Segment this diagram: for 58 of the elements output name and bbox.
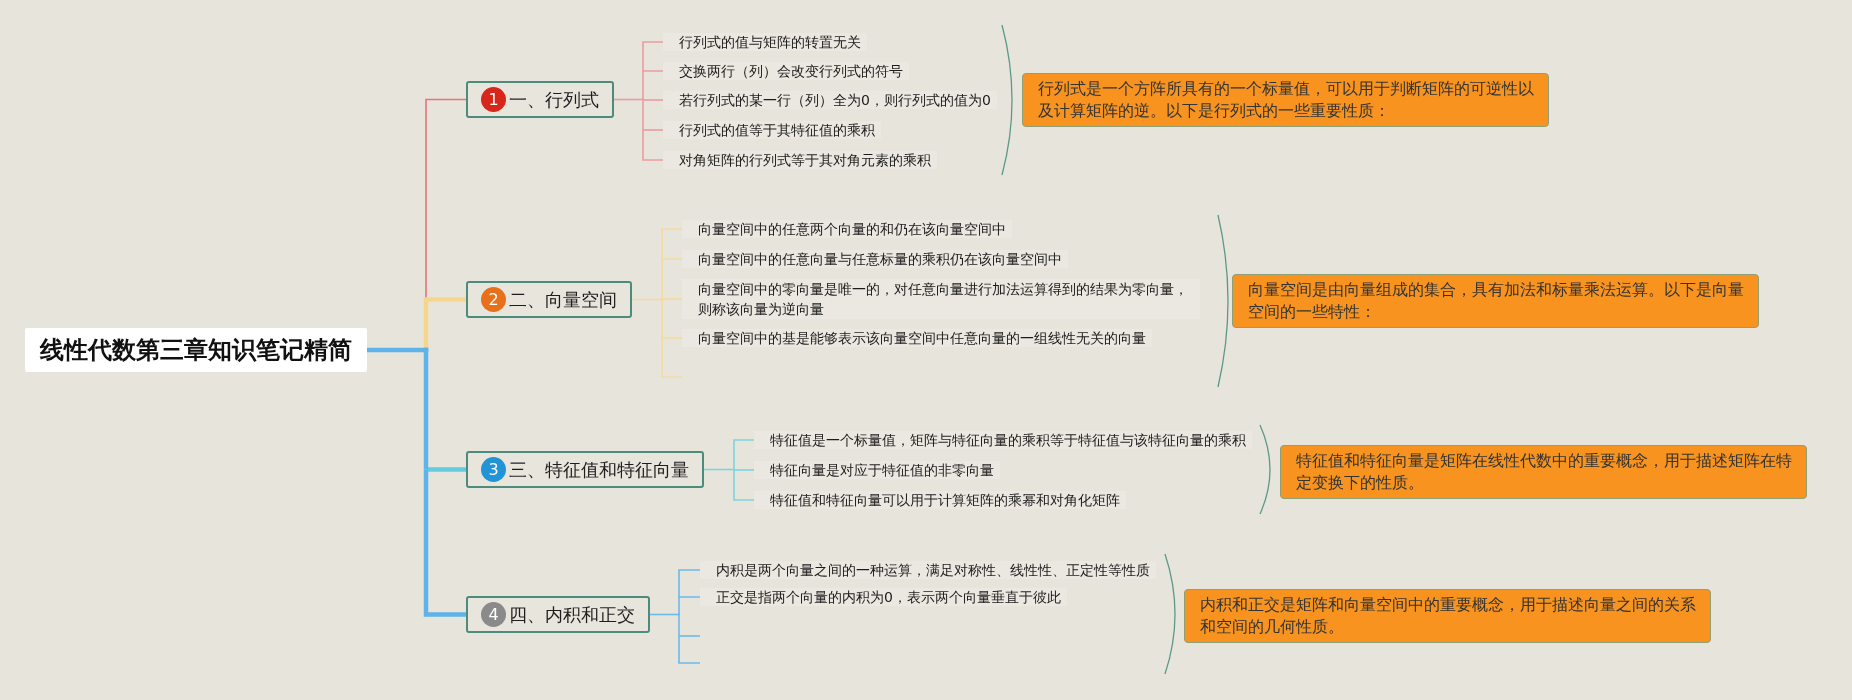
number-marker: 2	[481, 287, 506, 312]
subtopic-text: 特征值是一个标量值，矩阵与特征向量的乘积等于特征值与该特征向量的乘积	[754, 431, 1252, 449]
main-topic-box	[466, 451, 704, 488]
connector-line	[642, 99, 664, 101]
connector-line	[423, 469, 466, 617]
connector-line	[631, 298, 664, 301]
connector-line	[661, 337, 683, 378]
subtopic-text: 对角矩阵的行列式等于其对角元素的乘积	[663, 151, 937, 169]
subtopic-text: 特征向量是对应于特征值的非零向量	[754, 461, 1000, 479]
connector-line	[678, 596, 701, 617]
connector-line	[661, 258, 683, 302]
subtopic-text: 内积是两个向量之间的一种运算，满足对称性、线性性、正定性等性质	[700, 561, 1156, 579]
connector-line	[661, 337, 683, 339]
connector-line	[642, 41, 664, 72]
connector-line	[661, 298, 683, 300]
connector-line	[642, 129, 664, 131]
connector-line	[678, 569, 701, 598]
main-topic-box	[466, 81, 614, 118]
number-marker: 3	[481, 457, 506, 482]
connector-line	[613, 98, 645, 101]
connector-line	[733, 439, 755, 472]
subtopic-text: 正交是指两个向量的内积为0，表示两个向量垂直于彼此	[700, 588, 1067, 606]
summary-box: 内积和正交是矩阵和向量空间中的重要概念，用于描述向量之间的关系和空间的几何性质。	[1184, 589, 1711, 643]
subtopic-text: 向量空间中的基是能够表示该向量空间中任意向量的一组线性无关的向量	[682, 329, 1152, 347]
connector-line	[678, 635, 701, 664]
connector-line	[703, 468, 736, 471]
subtopic-text: 向量空间中的任意向量与任意标量的乘积仍在该向量空间中	[682, 250, 1068, 268]
connector-line	[661, 228, 683, 260]
central-topic: 线性代数第三章知识笔记精简	[25, 328, 367, 372]
connector-line	[642, 97, 644, 131]
main-topic-box	[466, 596, 650, 633]
connector-line	[426, 467, 466, 472]
subtopic-text: 行列式的值与矩阵的转置无关	[663, 33, 867, 51]
connector-line	[678, 635, 701, 637]
summary-box: 行列式是一个方阵所具有的一个标量值，可以用于判断矩阵的可逆性以及计算矩阵的逆。以下是行列式的一些重要性质：	[1022, 73, 1549, 127]
connector-line	[642, 70, 664, 102]
topic-label: 一、行列式	[509, 87, 599, 112]
connector-line	[423, 347, 429, 470]
subtopic-text: 向量空间中的任意两个向量的和仍在该向量空间中	[682, 220, 1012, 238]
connector-line	[733, 467, 755, 501]
connector-line	[642, 129, 664, 161]
number-marker: 4	[481, 602, 506, 627]
summary-box: 特征值和特征向量是矩阵在线性代数中的重要概念，用于描述矩阵在特定变换下的性质。	[1280, 445, 1807, 499]
connector-line	[661, 297, 663, 339]
topic-label: 三、特征值和特征向量	[509, 457, 689, 482]
summary-box: 向量空间是由向量组成的集合，具有加法和标量乘法运算。以下是向量空间的一些特性：	[1232, 274, 1759, 328]
subtopic-text: 向量空间中的零向量是唯一的，对任意向量进行加法运算得到的结果为零向量，则称该向量为逆向量	[682, 279, 1200, 319]
number-marker: 1	[481, 87, 506, 112]
subtopic-text: 若行列式的某一行（列）全为0，则行列式的值为0	[663, 91, 997, 109]
topic-label: 四、内积和正交	[509, 602, 635, 627]
subtopic-text: 特征值和特征向量可以用于计算矩阵的乘幂和对角化矩阵	[754, 491, 1126, 509]
connector-line	[733, 469, 755, 471]
connector-line	[678, 612, 680, 637]
connector-line	[649, 613, 681, 616]
subtopic-text: 行列式的值等于其特征值的乘积	[663, 121, 881, 139]
subtopic-text: 交换两行（列）会改变行列式的符号	[663, 62, 909, 80]
main-topic-box	[466, 281, 632, 318]
topic-label: 二、向量空间	[509, 287, 617, 312]
